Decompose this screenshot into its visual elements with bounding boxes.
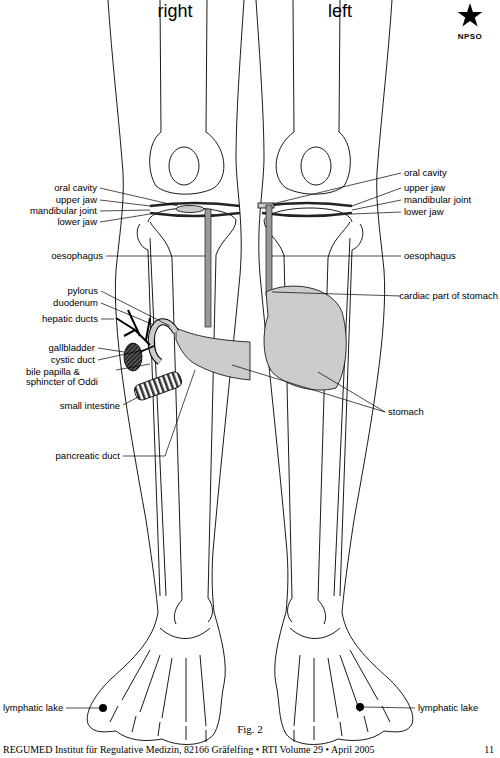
part-label: oral cavity	[404, 168, 447, 178]
leader-line	[100, 214, 150, 222]
leader-line	[106, 256, 205, 257]
leader-line	[101, 303, 154, 325]
part-label: oesophagus	[404, 251, 456, 261]
leader-line	[272, 173, 401, 204]
part-label: lymphatic lake	[3, 703, 63, 713]
femur-bone	[150, 0, 224, 194]
stomach-zone	[264, 286, 346, 390]
part-label: pylorus	[67, 286, 98, 296]
part-label: upper jaw	[56, 195, 97, 205]
leader-line	[123, 396, 140, 405]
logo-text: NPSO	[458, 33, 483, 42]
foot-outline	[87, 612, 225, 744]
leader-line	[352, 200, 401, 210]
leader-line	[272, 256, 401, 257]
part-label: pancreatic duct	[56, 451, 120, 461]
column-heading: right	[157, 2, 192, 22]
part-label: gallbladder	[49, 343, 95, 353]
leader-line	[272, 292, 401, 296]
page-number: 11	[484, 744, 494, 755]
leader-line	[98, 350, 144, 360]
part-label: mandibular joint	[404, 195, 471, 205]
tibia-bone	[148, 208, 236, 622]
lymphatic-lake-dot	[99, 704, 107, 712]
foot-bones	[110, 628, 210, 742]
column-heading: left	[328, 2, 352, 22]
leader-lines	[66, 173, 415, 708]
oesophagus-zone	[266, 205, 272, 295]
leader-line	[98, 348, 124, 352]
leader-line	[100, 210, 150, 211]
part-label: cystic duct	[51, 355, 95, 365]
stomach-zone	[176, 328, 250, 380]
part-label: oesophagus	[51, 251, 103, 261]
part-label: bile papilla & sphincter of Oddi	[26, 367, 112, 388]
lymphatic-lake-dot	[356, 703, 364, 711]
duodenum-zone	[151, 322, 176, 362]
logo-star	[458, 3, 483, 27]
oral-cavity-zone	[176, 206, 204, 213]
leader-line	[100, 188, 178, 206]
cystic-duct-zone	[140, 346, 154, 352]
leg-outline	[108, 0, 158, 612]
part-label: lymphatic lake	[418, 703, 478, 713]
leader-line	[66, 708, 99, 709]
small-intestine-zone	[133, 370, 184, 401]
lower-jaw-band	[150, 213, 240, 216]
lower-jaw-band	[262, 213, 352, 216]
leader-line	[116, 364, 150, 370]
part-label: upper jaw	[404, 183, 445, 193]
part-label: cardiac part of stomach	[399, 291, 498, 301]
fibula-bone	[137, 224, 166, 596]
leader-line	[364, 707, 415, 708]
leader-line	[352, 212, 401, 214]
leader-line	[101, 319, 114, 320]
leader-line	[123, 370, 195, 456]
part-label: small intestine	[60, 401, 120, 411]
duodenum-zone	[151, 322, 176, 362]
patella-bone	[169, 147, 199, 185]
part-label: stomach	[388, 407, 424, 417]
leader-line	[101, 291, 170, 326]
hepatic-ducts-zone	[116, 310, 150, 345]
leader-line	[352, 188, 401, 206]
leg-outline	[212, 0, 244, 612]
figure-caption: Fig. 2	[237, 723, 263, 735]
part-label: lower jaw	[57, 217, 97, 227]
part-label: hepatic ducts	[42, 314, 98, 324]
footer-text: REGUMED Institut für Regulative Medizin,…	[3, 744, 375, 755]
oesophagus-zone	[205, 209, 211, 327]
leader-line	[232, 365, 385, 412]
part-label: mandibular joint	[30, 206, 97, 216]
part-label: lower jaw	[404, 207, 444, 217]
tibia-bone	[150, 222, 182, 624]
part-label: oral cavity	[54, 183, 97, 193]
part-label: duodenum	[53, 298, 98, 308]
left-leg	[256, 0, 413, 744]
leader-line	[100, 200, 150, 206]
